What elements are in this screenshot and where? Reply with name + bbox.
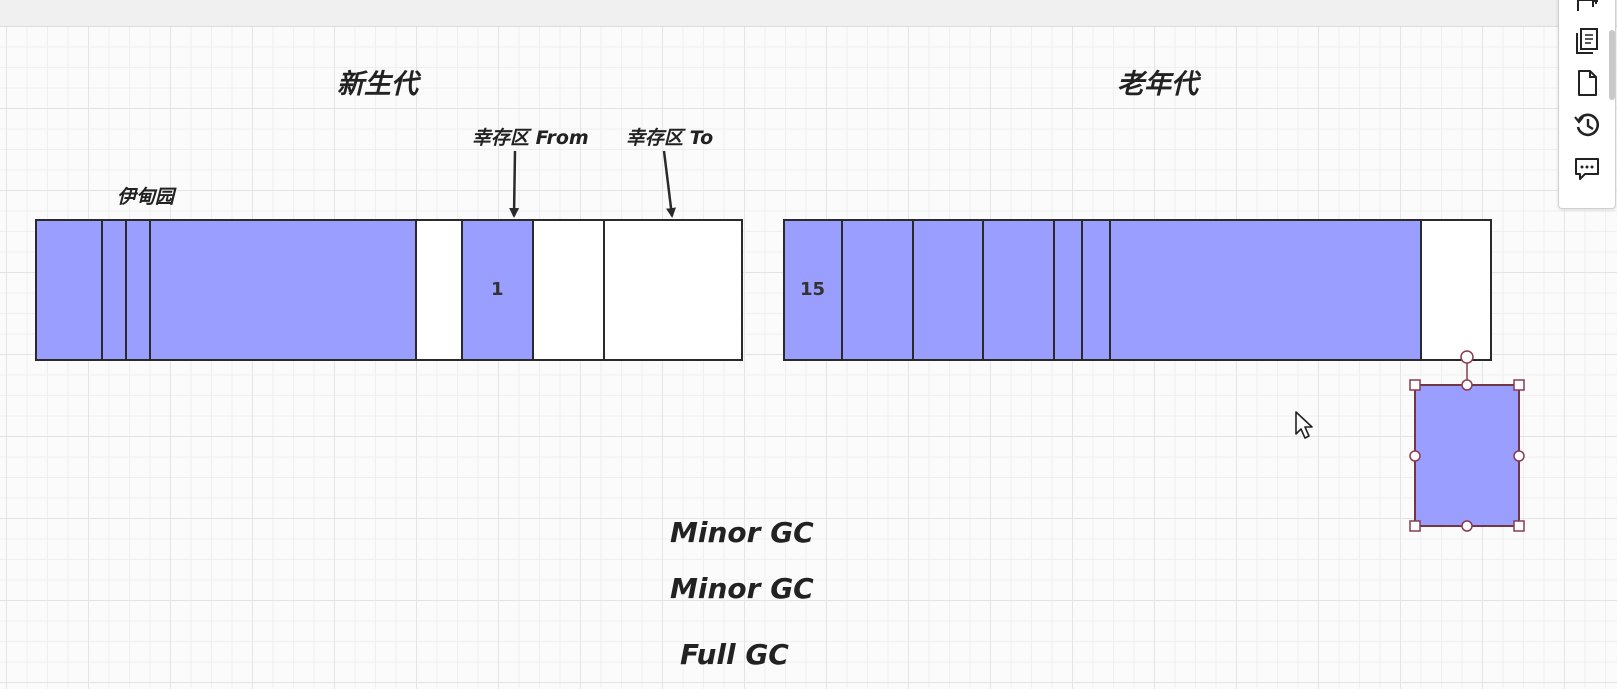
selected-shape-layer [1409, 350, 1525, 532]
top-toolbar-area [0, 0, 1617, 27]
vertical-scrollbar[interactable] [1609, 30, 1615, 100]
survivor-from-cell[interactable]: 1 [463, 221, 534, 359]
resize-handle-sw[interactable] [1409, 520, 1421, 532]
gc-event-label: Full GC [680, 638, 789, 671]
eden-cell[interactable] [103, 221, 127, 359]
resize-handle-nw[interactable] [1409, 379, 1421, 391]
eden-free-cell[interactable] [417, 221, 463, 359]
old-gen-cell[interactable] [1083, 221, 1111, 359]
old-gen-cell[interactable] [1111, 221, 1422, 359]
resize-handle-e[interactable] [1513, 450, 1525, 462]
old-gen-cell[interactable] [984, 221, 1055, 359]
selected-object-block[interactable] [1414, 384, 1520, 527]
old-generation-title: 老年代 [1117, 69, 1198, 100]
gc-event-label: Minor GC [670, 516, 814, 549]
old-gen-first-value: 15 [800, 279, 826, 300]
survivor-to-label: 幸存区 To [626, 127, 714, 149]
comment-icon[interactable] [1573, 155, 1601, 183]
old-gen-cell[interactable] [1055, 221, 1083, 359]
old-gen-cell[interactable]: 15 [785, 221, 843, 359]
survivor-from-label: 幸存区 From [472, 127, 589, 149]
eden-cell[interactable] [37, 221, 103, 359]
history-icon[interactable] [1573, 111, 1601, 139]
eden-label: 伊甸园 [117, 186, 175, 208]
format-icon[interactable] [1573, 0, 1601, 25]
rotate-handle[interactable] [1460, 350, 1474, 364]
right-floating-toolbar [1558, 0, 1616, 209]
survivor-from-arrow [509, 150, 520, 218]
survivor-to-arrow [662, 150, 676, 218]
gc-event-label: Minor GC [670, 572, 814, 605]
resize-handle-ne[interactable] [1513, 379, 1525, 391]
page-icon[interactable] [1573, 69, 1601, 97]
resize-handle-w[interactable] [1409, 450, 1421, 462]
eden-cell[interactable] [127, 221, 151, 359]
old-gen-cell[interactable] [914, 221, 984, 359]
pages-icon[interactable] [1573, 27, 1601, 55]
resize-handle-s[interactable] [1461, 520, 1473, 532]
old-gen-cell[interactable] [843, 221, 914, 359]
old-generation-bar[interactable]: 15 [783, 219, 1492, 361]
resize-handle-se[interactable] [1513, 520, 1525, 532]
young-generation-bar[interactable]: 1 [35, 219, 743, 361]
young-generation-title: 新生代 [337, 69, 418, 100]
eden-cell[interactable] [151, 221, 417, 359]
survivor-from-free-cell[interactable] [534, 221, 605, 359]
survivor-to-cell[interactable] [605, 221, 741, 359]
survivor-from-value: 1 [491, 279, 504, 300]
resize-handle-n[interactable] [1461, 379, 1473, 391]
mouse-cursor-icon [1295, 411, 1313, 439]
old-gen-free-cell[interactable] [1422, 221, 1490, 359]
